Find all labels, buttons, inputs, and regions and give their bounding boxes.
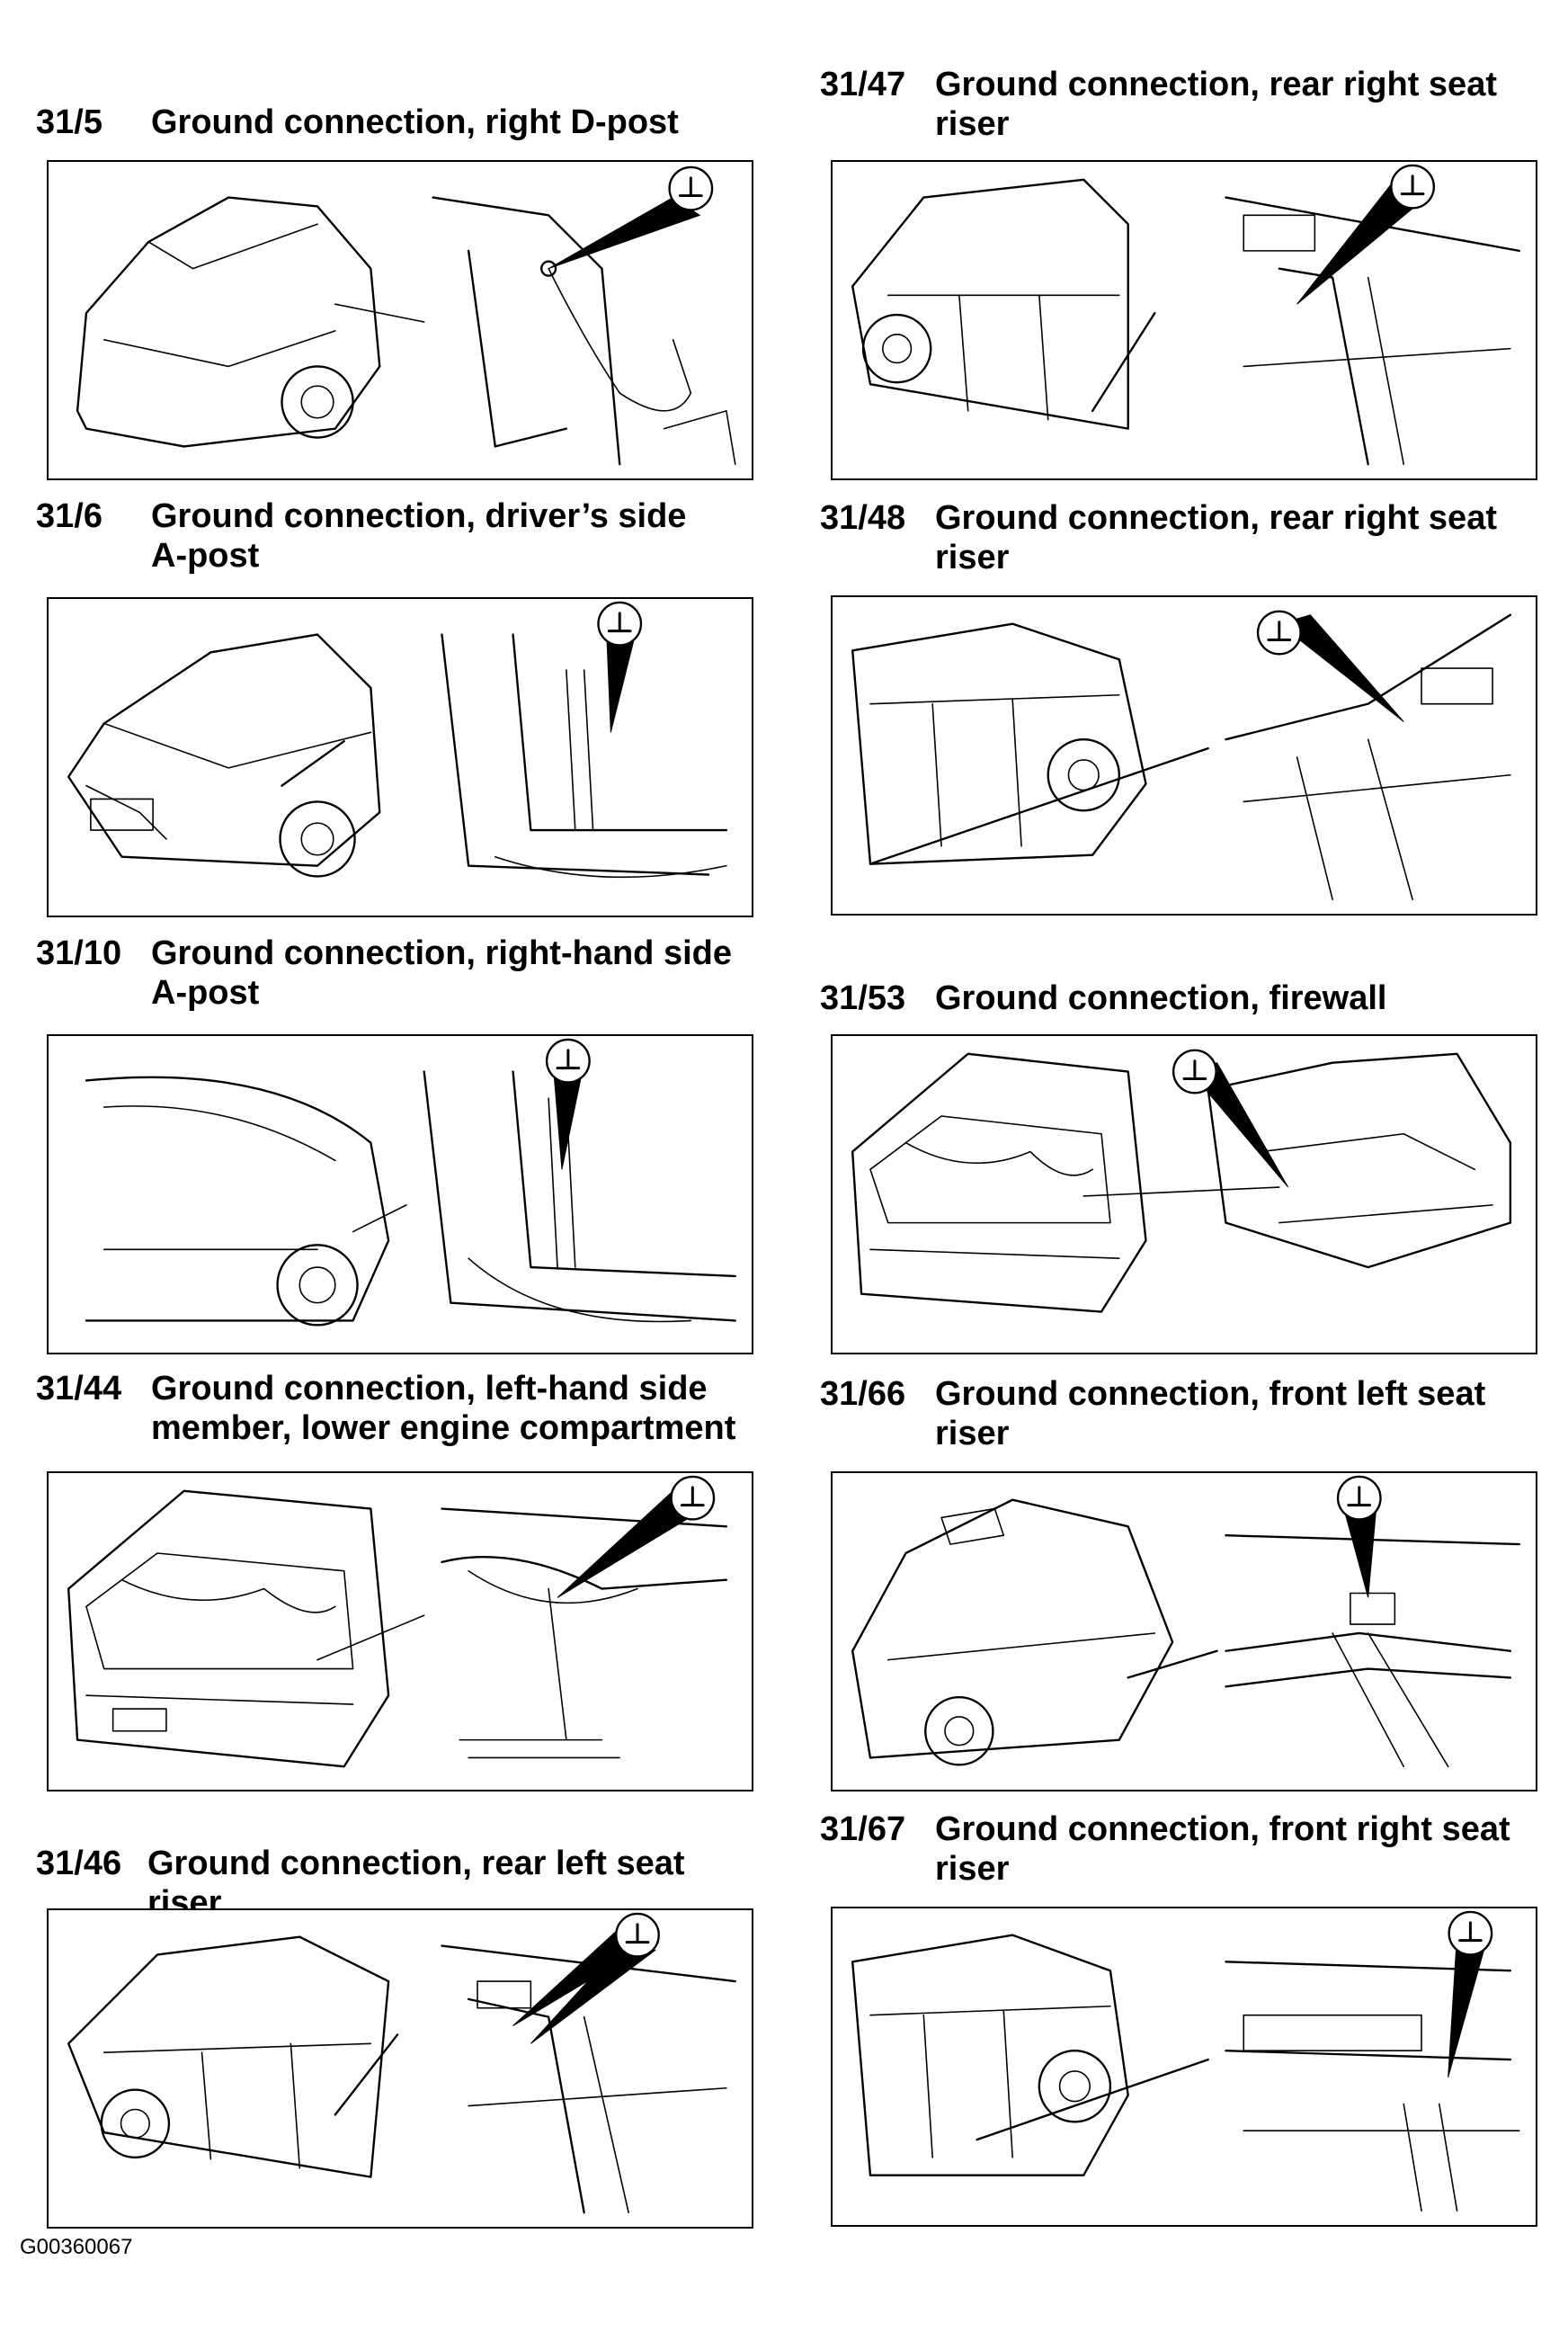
figure-illustration	[67, 601, 728, 879]
entry-heading: 31/46 Ground connection, rear left seat …	[36, 1844, 759, 1923]
figure-id: G00360067	[20, 2235, 133, 2259]
entry-code: 31/47	[820, 66, 906, 103]
entry-heading: 31/53 Ground connection, firewall	[820, 978, 1528, 1018]
figure-front-left-seat	[831, 1471, 1537, 1791]
figure-illustration	[851, 1049, 1512, 1313]
entry-code: 31/67	[820, 1810, 906, 1848]
entry-title: Ground connection, front right seat rise…	[935, 1810, 1510, 1888]
entry-code: 31/53	[820, 979, 906, 1017]
figure-illustration	[851, 1910, 1520, 2211]
entry-title: Ground connection, right-hand side A-pos…	[151, 934, 732, 1012]
figure-illustration	[851, 1475, 1520, 1768]
figure-illustration	[67, 1912, 736, 2214]
entry-heading: 31/44 Ground connection, left-hand side …	[36, 1369, 762, 1448]
entry-title: Ground connection, rear right seat riser	[935, 499, 1497, 576]
figure-illustration	[76, 165, 736, 466]
figure-illustration	[85, 1038, 736, 1327]
entry-code: 31/44	[36, 1370, 122, 1407]
entry-title: Ground connection, rear left seat riser	[147, 1845, 685, 1922]
entry-heading: 31/6 Ground connection, driver’s side A-…	[36, 496, 726, 576]
entry-code: 31/5	[36, 103, 102, 141]
entry-heading: 31/5 Ground connection, right D-post	[36, 103, 726, 142]
entry-code: 31/66	[820, 1375, 906, 1413]
entry-title: Ground connection, driver’s side A-post	[151, 497, 687, 575]
entry-heading: 31/48 Ground connection, rear right seat…	[820, 498, 1528, 577]
entry-heading: 31/10 Ground connection, right-hand side…	[36, 934, 762, 1013]
figure-right-a-post	[47, 1034, 753, 1354]
figure-driver-a-post	[47, 597, 753, 917]
entry-heading: 31/47 Ground connection, rear right seat…	[820, 65, 1528, 144]
entry-title: Ground connection, firewall	[935, 979, 1387, 1017]
entry-code: 31/46	[36, 1845, 122, 1882]
entry-title: Ground connection, front left seat riser	[935, 1375, 1486, 1452]
entry-heading: 31/66 Ground connection, front left seat…	[820, 1374, 1528, 1453]
figure-illustration	[851, 164, 1520, 466]
figure-illustration	[67, 1475, 728, 1768]
entry-code: 31/48	[820, 499, 906, 537]
entry-heading: 31/67 Ground connection, front right sea…	[820, 1809, 1528, 1889]
figure-side-member	[47, 1471, 753, 1791]
entry-title: Ground connection, left-hand side member…	[151, 1370, 736, 1447]
figure-rear-left-seat	[47, 1908, 753, 2229]
figure-rear-right-seat-b	[831, 595, 1537, 916]
entry-title: Ground connection, right D-post	[151, 103, 679, 141]
figure-d-post	[47, 160, 753, 480]
figure-front-right-seat	[831, 1907, 1537, 2227]
entry-title: Ground connection, rear right seat riser	[935, 66, 1497, 143]
figure-rear-right-seat-a	[831, 160, 1537, 480]
entry-code: 31/10	[36, 934, 122, 972]
figure-firewall	[831, 1034, 1537, 1354]
entry-code: 31/6	[36, 497, 102, 535]
figure-illustration	[851, 610, 1512, 900]
